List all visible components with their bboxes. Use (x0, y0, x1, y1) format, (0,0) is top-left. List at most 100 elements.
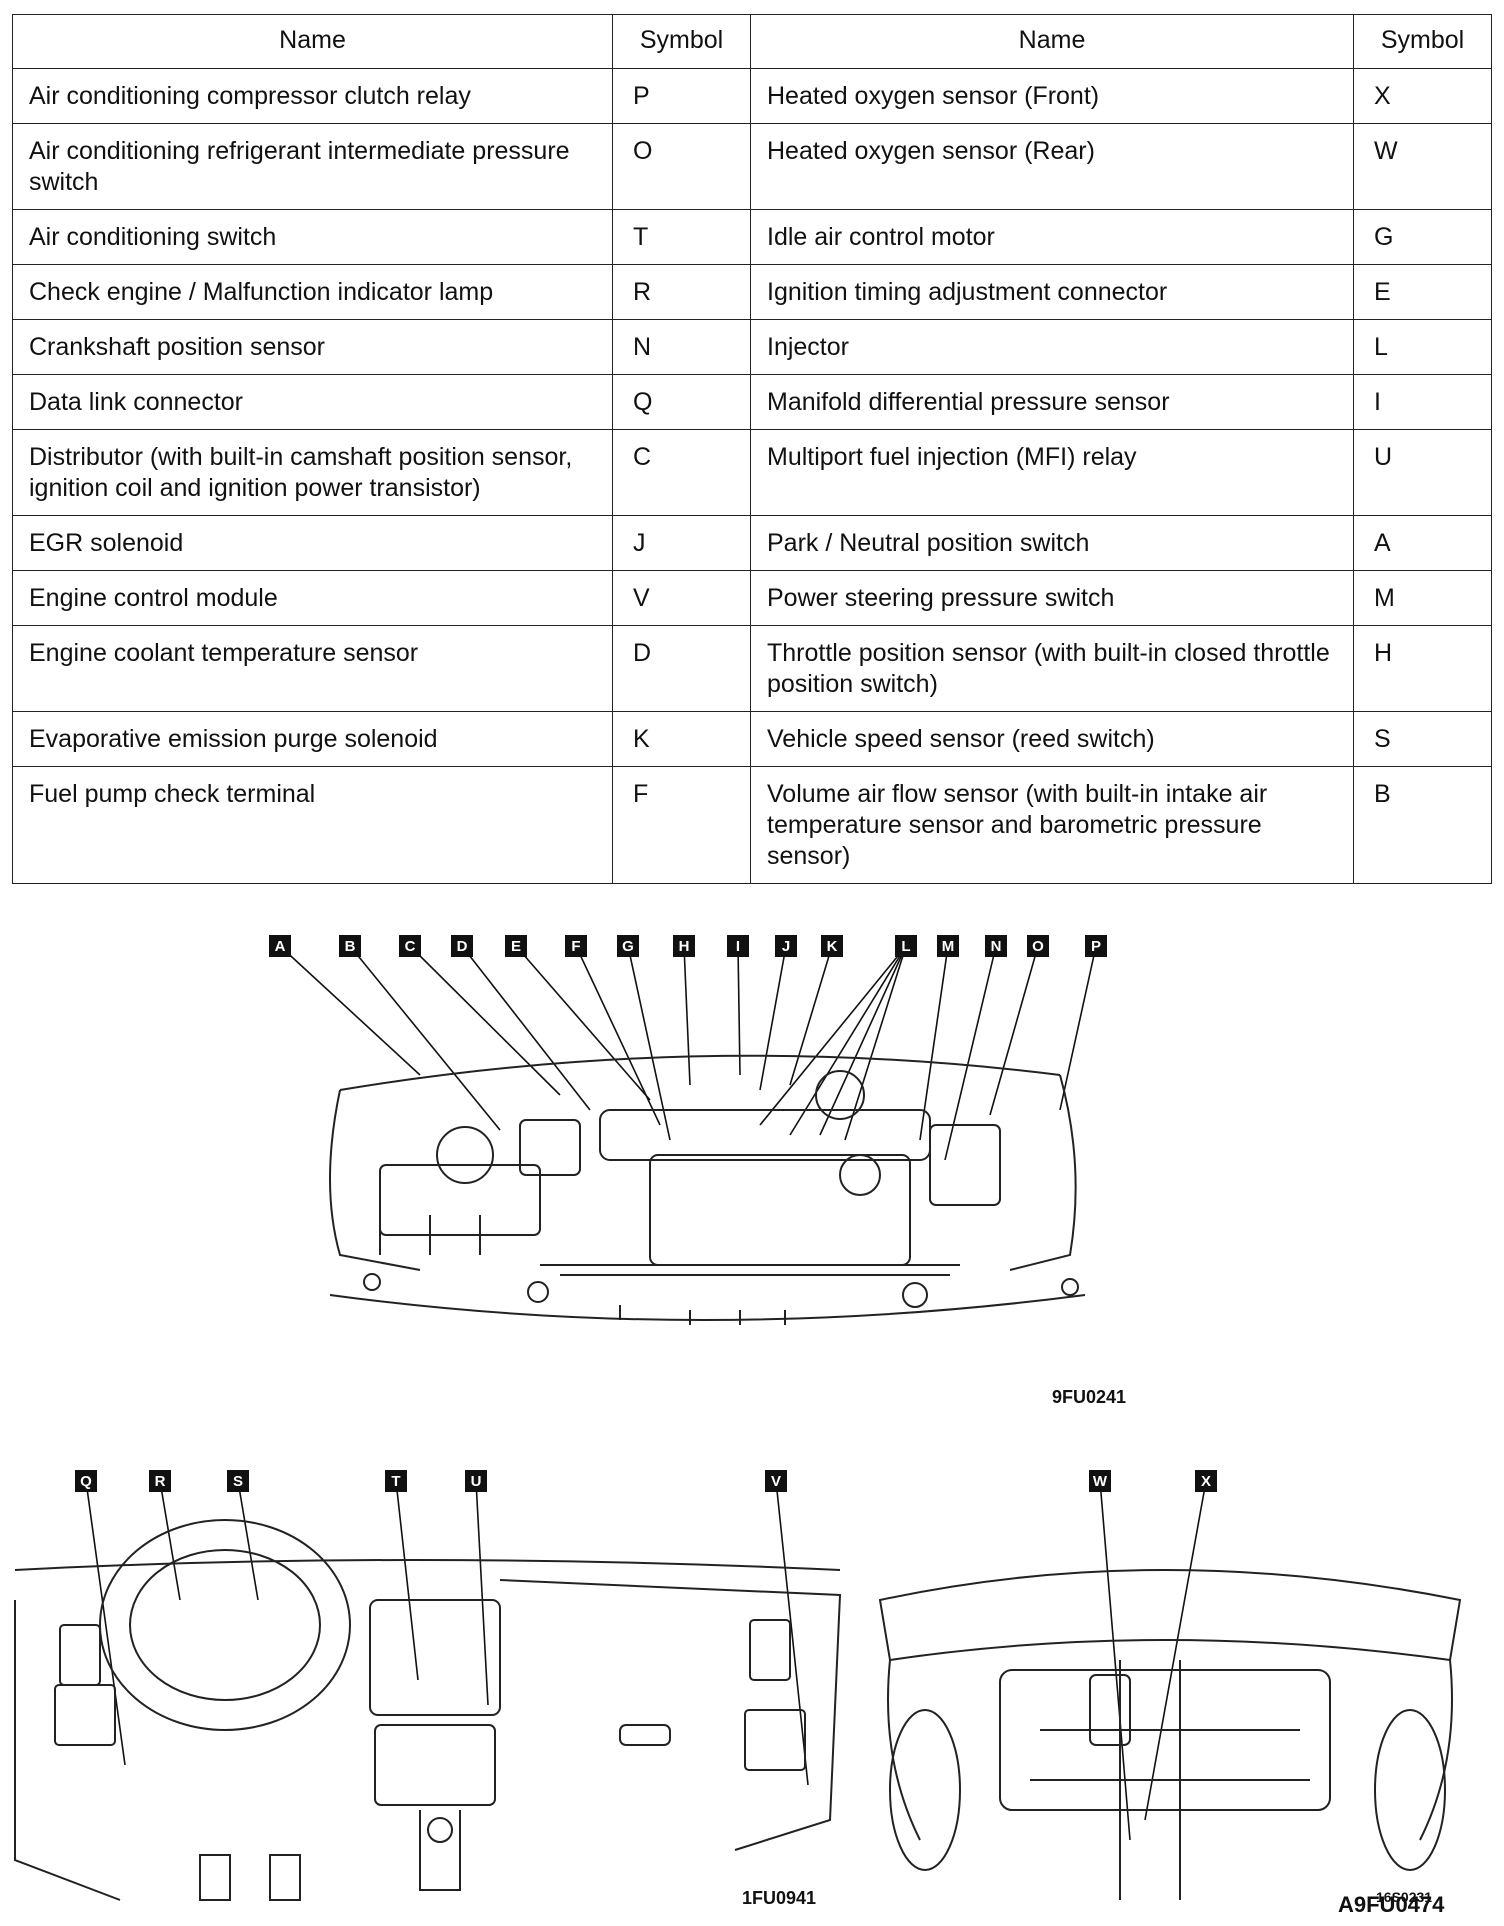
cell-name-left: Air conditioning refrigerant intermediat… (12, 123, 613, 210)
svg-text:T: T (391, 1473, 400, 1490)
cell-symbol-right: G (1353, 209, 1492, 265)
callout-label-l: L (895, 935, 917, 957)
svg-text:H: H (679, 938, 690, 955)
cell-symbol-right: L (1353, 319, 1492, 375)
cell-symbol-left: K (612, 711, 751, 767)
callout-label-c: C (399, 935, 421, 957)
svg-text:V: V (771, 1473, 781, 1490)
cell-name-right: Multiport fuel injection (MFI) relay (750, 429, 1354, 516)
cell-name-left: Air conditioning switch (12, 209, 613, 265)
cell-name-left: Fuel pump check terminal (12, 766, 613, 884)
svg-text:B: B (345, 938, 356, 955)
cell-name-left: Engine coolant temperature sensor (12, 625, 613, 712)
table-row: Air conditioning refrigerant intermediat… (12, 123, 1492, 210)
callout-label-h: H (673, 935, 695, 957)
cell-symbol-right: E (1353, 264, 1492, 320)
cell-symbol-right: W (1353, 123, 1492, 210)
cell-symbol-left: O (612, 123, 751, 210)
engine-diagram-code: 9FU0241 (1052, 1387, 1126, 1407)
callout-label-e: E (505, 935, 527, 957)
table-row: Check engine / Malfunction indicator lam… (12, 264, 1492, 320)
cell-symbol-left: T (612, 209, 751, 265)
callout-label-o: O (1027, 935, 1049, 957)
cell-symbol-right: I (1353, 374, 1492, 430)
cell-symbol-left: J (612, 515, 751, 571)
svg-text:D: D (457, 938, 468, 955)
cell-symbol-left: D (612, 625, 751, 712)
cell-name-left: Check engine / Malfunction indicator lam… (12, 264, 613, 320)
cell-symbol-left: F (612, 766, 751, 884)
callout-label-x: X (1195, 1470, 1217, 1492)
cell-symbol-right: S (1353, 711, 1492, 767)
cell-name-left: Crankshaft position sensor (12, 319, 613, 375)
svg-text:M: M (942, 938, 955, 955)
callout-label-b: B (339, 935, 361, 957)
svg-text:I: I (736, 938, 740, 955)
table-row: Distributor (with built-in camshaft posi… (12, 429, 1492, 516)
svg-text:O: O (1032, 938, 1044, 955)
svg-text:A: A (275, 938, 286, 955)
cell-symbol-right: B (1353, 766, 1492, 884)
svg-text:C: C (405, 938, 416, 955)
cell-name-right: Heated oxygen sensor (Rear) (750, 123, 1354, 210)
page-code: A9FU0474 (1338, 1892, 1445, 1917)
svg-text:X: X (1201, 1473, 1211, 1490)
svg-text:S: S (233, 1473, 243, 1490)
svg-text:L: L (901, 938, 910, 955)
svg-text:J: J (782, 938, 790, 955)
cell-symbol-left: Q (612, 374, 751, 430)
callout-label-v: V (765, 1470, 787, 1492)
header-symbol-right: Symbol (1353, 14, 1492, 69)
table-row: Air conditioning compressor clutch relay… (12, 68, 1492, 124)
cell-name-right: Park / Neutral position switch (750, 515, 1354, 571)
cell-name-right: Heated oxygen sensor (Front) (750, 68, 1354, 124)
header-symbol-left: Symbol (612, 14, 751, 69)
callout-label-p: P (1085, 935, 1107, 957)
svg-text:U: U (471, 1473, 482, 1490)
cell-name-right: Power steering pressure switch (750, 570, 1354, 626)
callout-label-n: N (985, 935, 1007, 957)
cell-name-right: Injector (750, 319, 1354, 375)
table-header-row: Name Symbol Name Symbol (12, 14, 1492, 69)
cell-name-right: Idle air control motor (750, 209, 1354, 265)
engine-compartment-diagram: A B C D E F G H I J K L M N O P 9FU0241 (269, 935, 1126, 1407)
svg-text:R: R (155, 1473, 166, 1490)
svg-text:G: G (622, 938, 634, 955)
header-name-right: Name (750, 14, 1354, 69)
callout-label-f: F (565, 935, 587, 957)
svg-text:K: K (827, 938, 838, 955)
callout-label-w: W (1089, 1470, 1111, 1492)
callout-label-g: G (617, 935, 639, 957)
cell-name-right: Ignition timing adjustment connector (750, 264, 1354, 320)
cell-symbol-left: C (612, 429, 751, 516)
cell-name-left: Air conditioning compressor clutch relay (12, 68, 613, 124)
cell-symbol-right: A (1353, 515, 1492, 571)
cell-symbol-left: V (612, 570, 751, 626)
interior-diagram-code: 1FU0941 (742, 1888, 816, 1908)
cell-symbol-right: X (1353, 68, 1492, 124)
callout-label-s: S (227, 1470, 249, 1492)
svg-text:W: W (1093, 1473, 1108, 1490)
callout-label-u: U (465, 1470, 487, 1492)
cell-name-right: Vehicle speed sensor (reed switch) (750, 711, 1354, 767)
cell-name-right: Throttle position sensor (with built-in … (750, 625, 1354, 712)
svg-text:E: E (511, 938, 521, 955)
callout-label-j: J (775, 935, 797, 957)
svg-text:F: F (571, 938, 580, 955)
header-name-left: Name (12, 14, 613, 69)
cell-name-left: EGR solenoid (12, 515, 613, 571)
cell-name-left: Evaporative emission purge solenoid (12, 711, 613, 767)
callout-label-k: K (821, 935, 843, 957)
svg-text:N: N (991, 938, 1002, 955)
cell-symbol-left: P (612, 68, 751, 124)
cell-symbol-right: U (1353, 429, 1492, 516)
